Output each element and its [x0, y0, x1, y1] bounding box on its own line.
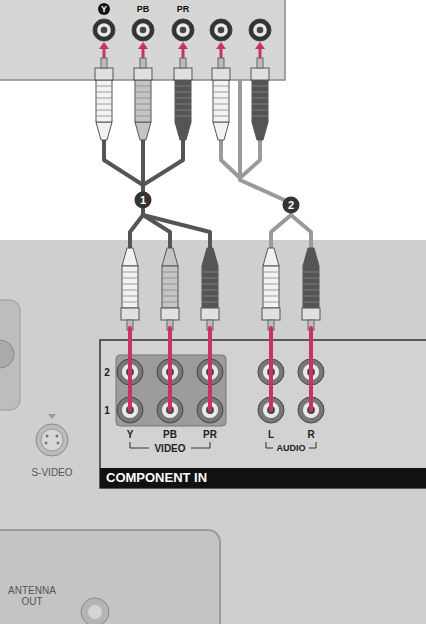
callout-number: 1 [135, 192, 152, 209]
callout-number: 2 [283, 197, 300, 214]
tv-input-panel: COMPONENT IN [100, 340, 426, 488]
rca-plug [121, 248, 139, 330]
insert-line [208, 328, 212, 410]
row-number: 2 [104, 367, 110, 378]
insert-arrow [103, 48, 106, 58]
device-panel [0, 0, 285, 80]
jack-label: PR [177, 4, 190, 14]
bracket [130, 442, 149, 448]
rca-jack [249, 19, 271, 41]
rca-jack [172, 19, 194, 41]
bracket [266, 442, 273, 448]
side-jack-housing [0, 300, 20, 410]
insert-line [168, 328, 172, 410]
jack-label: VIDEO [154, 443, 185, 454]
jack-label: PB [163, 429, 177, 440]
arrow-head [99, 42, 109, 49]
arrow-head [138, 42, 148, 49]
insert-arrow [220, 48, 223, 58]
jack-label: Y [98, 3, 110, 15]
port-label: ANTENNA OUT [3, 585, 61, 607]
panel-band [100, 468, 426, 488]
rca-plug [302, 248, 320, 330]
rca-plug [251, 58, 269, 140]
rca-plug [161, 248, 179, 330]
bracket [191, 442, 210, 448]
cable [271, 215, 291, 250]
antenna-housing [0, 530, 220, 624]
component-panel [100, 340, 426, 488]
s-video-jack [36, 414, 68, 456]
cable [130, 215, 143, 250]
panel-title: COMPONENT IN [106, 468, 207, 488]
side-jack [0, 340, 14, 368]
cable [221, 140, 240, 178]
rca-plug [134, 58, 152, 140]
insert-line [309, 328, 313, 410]
rca-plug [174, 58, 192, 140]
rca-plug [95, 58, 113, 140]
jack-label: AUDIO [277, 443, 306, 453]
insert-arrow [259, 48, 262, 58]
rca-plug [201, 248, 219, 330]
jack-label: PR [203, 429, 217, 440]
row-number: 1 [104, 405, 110, 416]
cable [240, 140, 260, 178]
cable [143, 215, 210, 250]
jack-label: R [307, 429, 314, 440]
cable [143, 140, 183, 185]
arrow-head [255, 42, 265, 49]
rca-plug [262, 248, 280, 330]
bracket [309, 442, 316, 448]
port-label: S-VIDEO [31, 467, 72, 478]
jack-label: L [268, 429, 274, 440]
antenna-jack [81, 598, 109, 624]
insert-line [269, 328, 273, 410]
insert-arrow [142, 48, 145, 58]
arrow-head [216, 42, 226, 49]
insert-arrow [182, 48, 185, 58]
rca-plug [212, 58, 230, 140]
source-device: Y PB PR [80, 0, 285, 80]
arrow-head [178, 42, 188, 49]
insert-line [128, 328, 132, 410]
jack-label: Y [127, 429, 134, 440]
cable-bundle [240, 80, 311, 340]
rca-jack [132, 19, 154, 41]
jack-label: PB [137, 4, 150, 14]
cable [104, 140, 143, 185]
rca-jack [93, 19, 115, 41]
rca-jack [210, 19, 232, 41]
